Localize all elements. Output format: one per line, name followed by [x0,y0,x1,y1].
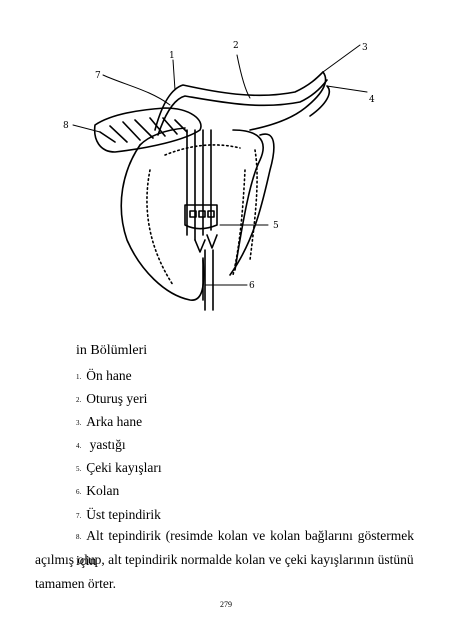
list-text: Alt tepindirik (resimde kolan ve kolan b… [76,528,414,568]
list-item-8: 8.Alt tepindirik (resimde kolan ve kolan… [76,524,414,573]
list-number: 4. [76,441,82,450]
list-text: Arka hane [86,414,143,429]
list-number: 8. [76,532,82,541]
list-number: 7. [76,511,82,520]
saddle-drawing: 1 2 3 4 5 6 7 8 [63,41,375,311]
list-item: 3. Arka hane [76,414,142,430]
list-number: 6. [76,487,82,496]
figure-label-6: 6 [249,281,255,291]
figure-label-3: 3 [362,43,368,53]
list-text: Kolan [86,483,120,498]
paragraph-line: tamamen örter. [35,576,116,591]
figure-label-4: 4 [369,95,375,105]
list-number: 3. [76,418,82,427]
figure-label-5: 5 [273,221,279,231]
list-item: 5. Çeki kayışları [76,460,162,476]
list-text: Oturuş yeri [86,391,148,406]
list-item: 6. Kolan [76,483,119,499]
figure-label-1: 1 [169,51,175,61]
list-item: 1. Ön hane [76,368,132,384]
list-item: 7. Üst tepindirik [76,507,161,523]
figure-label-8: 8 [63,121,69,131]
list-text: yastığı [86,437,126,452]
paragraph-line: açılmış olup, alt tepindirik normalde ko… [35,552,414,567]
page-number: 279 [220,600,232,609]
list-number: 2. [76,395,82,404]
list-item: 4. yastığı [76,437,126,453]
figure-label-2: 2 [233,41,239,51]
figure-caption: in Bölümleri [76,343,148,358]
list-number: 1. [76,372,82,381]
list-text: Çeki kayışları [86,460,162,475]
saddle-diagram: 1 2 3 4 5 6 7 8 [55,30,390,330]
list-text: Ön hane [86,368,132,383]
list-text: Üst tepindirik [86,507,161,522]
list-item: 2. Oturuş yeri [76,391,147,407]
list-number: 5. [76,464,82,473]
figure-label-7: 7 [95,71,101,81]
